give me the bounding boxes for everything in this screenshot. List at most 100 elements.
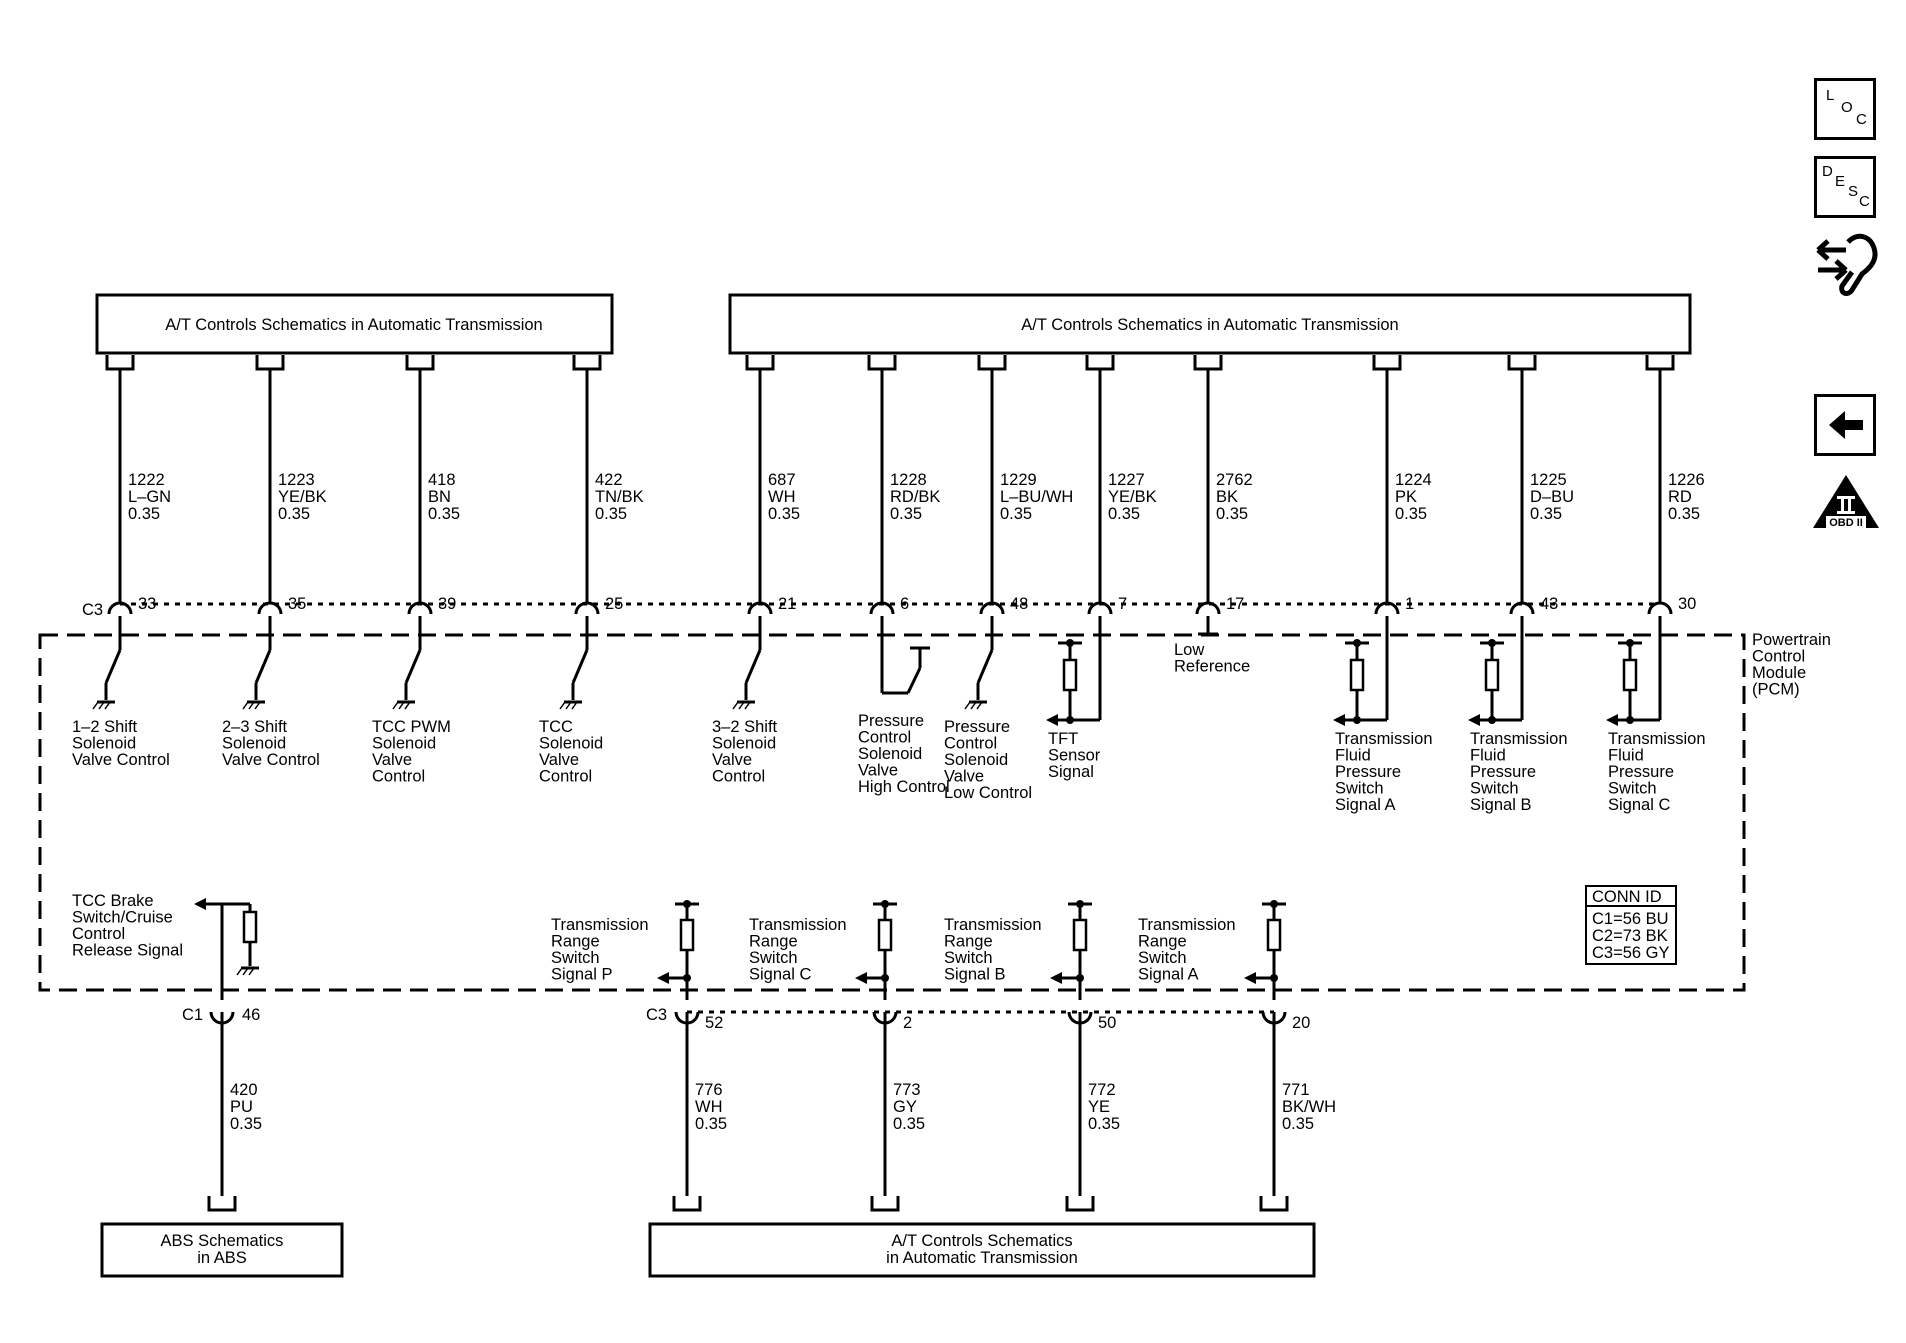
pull-up-resistor	[1266, 918, 1282, 952]
top-right-component-box	[728, 293, 1692, 355]
ground-symbol	[392, 701, 399, 710]
connector-pin-jack	[979, 601, 1005, 615]
ground-symbol	[98, 701, 105, 710]
circuit-description: Transmission	[749, 916, 847, 934]
circuit-description: Signal P	[551, 966, 612, 984]
circuit-description: Signal C	[1608, 796, 1670, 814]
circuit-description: Solenoid	[712, 735, 776, 753]
ground-symbol	[104, 701, 111, 710]
pull-up-resistor	[1349, 658, 1365, 692]
wire-gauge: 0.35	[768, 505, 800, 523]
ground-symbol	[236, 967, 243, 976]
wire-gauge: 0.35	[1000, 505, 1032, 523]
switch-blade	[976, 649, 994, 684]
pcm-label: Module	[1752, 664, 1806, 682]
wire-circuit-number: 1225	[1530, 471, 1567, 489]
wire-color-code: BK/WH	[1282, 1098, 1336, 1116]
signal-arrow	[194, 898, 206, 910]
switch-blade	[254, 649, 272, 684]
circuit-description: TCC PWM	[372, 718, 451, 736]
circuit-description: Range	[551, 933, 600, 951]
circuit-description: Signal A	[1138, 966, 1199, 984]
circuit-description: Range	[1138, 933, 1187, 951]
c3-bottom-connector-label: C3	[646, 1006, 667, 1024]
wire-color-code: L–GN	[128, 488, 171, 506]
switch-blade	[404, 649, 422, 684]
circuit-description: Valve Control	[72, 751, 170, 769]
ground-symbol	[242, 967, 249, 976]
connector-repair-icon[interactable]	[1812, 228, 1884, 302]
wire-gauge: 0.35	[278, 505, 310, 523]
wire-circuit-number: 687	[768, 471, 796, 489]
connector-pin-number: 46	[242, 1006, 260, 1024]
obd-ii-icon[interactable]: OBD II	[1810, 472, 1882, 534]
connector-pin-number: 20	[1292, 1014, 1310, 1032]
circuit-description: Valve	[712, 751, 752, 769]
location-icon[interactable]: L O C	[1814, 78, 1876, 140]
connector-pin-number: 43	[1540, 595, 1558, 613]
wire-color-code: WH	[768, 488, 796, 506]
connector-pin-jack	[1195, 601, 1221, 615]
bottom-right-box-label: A/T Controls Schematics	[891, 1232, 1072, 1250]
pull-down-resistor	[242, 910, 258, 944]
circuit-description: 2–3 Shift	[222, 718, 288, 736]
wire-circuit-number: 2762	[1216, 471, 1253, 489]
conn-id-row: C1=56 BU	[1592, 910, 1669, 928]
pull-up-resistor	[1484, 658, 1500, 692]
circuit-description: Signal B	[1470, 796, 1531, 814]
wire-color-code: D–BU	[1530, 488, 1574, 506]
wire-gauge: 0.35	[230, 1115, 262, 1133]
circuit-description: Control	[944, 735, 997, 753]
circuit-description: Switch/Cruise	[72, 909, 173, 927]
wire-circuit-number: 771	[1282, 1081, 1310, 1099]
connector-pin-number: 39	[438, 595, 456, 613]
connector-pin-number: 2	[903, 1014, 912, 1032]
description-icon[interactable]: D E S C	[1814, 156, 1876, 218]
ground-symbol	[92, 701, 99, 710]
circuit-description: Range	[944, 933, 993, 951]
connector-pin-jack	[574, 601, 600, 615]
circuit-description: Valve Control	[222, 751, 320, 769]
bottom-left-component-box	[100, 1222, 344, 1278]
connector-pin-number: 35	[288, 595, 306, 613]
circuit-description: Pressure	[944, 718, 1010, 736]
wire-terminal-tab	[405, 355, 435, 371]
connector-pin-jack	[1087, 601, 1113, 615]
connector-pin-jack	[407, 601, 433, 615]
wire-gauge: 0.35	[890, 505, 922, 523]
circuit-description: Transmission	[1608, 730, 1706, 748]
wire-terminal-tab	[1193, 355, 1223, 371]
circuit-description: 1–2 Shift	[72, 718, 138, 736]
pcm-module-boundary	[38, 633, 1746, 992]
connector-pin-number: 21	[778, 595, 796, 613]
signal-arrow	[855, 972, 867, 984]
circuit-description: Valve	[858, 762, 898, 780]
wire-color-code: RD	[1668, 488, 1692, 506]
circuit-description: Sensor	[1048, 747, 1101, 765]
circuit-description: Switch	[551, 949, 600, 967]
circuit-description: Low Control	[944, 784, 1032, 802]
connector-pin-number: 1	[1405, 595, 1414, 613]
circuit-description: Valve	[372, 751, 412, 769]
wire-gauge: 0.35	[893, 1115, 925, 1133]
circuit-description: Control	[372, 768, 425, 786]
circuit-description: Solenoid	[539, 735, 603, 753]
c3-top-connector-label: C3	[82, 601, 103, 619]
ground-symbol	[398, 701, 405, 710]
wire-terminal-tab	[105, 355, 135, 371]
wire-circuit-number: 773	[893, 1081, 921, 1099]
wire-gauge: 0.35	[128, 505, 160, 523]
circuit-description: Signal	[1048, 763, 1094, 781]
connector-pin-jack	[1509, 601, 1535, 615]
wire-terminal-tab	[870, 1196, 900, 1212]
conn-id-table	[1585, 905, 1677, 965]
bottom-left-box-label: in ABS	[197, 1249, 247, 1267]
circuit-description: Switch	[1138, 949, 1187, 967]
ground-symbol	[248, 701, 255, 710]
connector-pin-number: 7	[1118, 595, 1127, 613]
circuit-description: Pressure	[1335, 763, 1401, 781]
circuit-description: 3–2 Shift	[712, 718, 778, 736]
connector-pin-jack	[257, 601, 283, 615]
back-arrow-icon[interactable]	[1814, 394, 1876, 456]
